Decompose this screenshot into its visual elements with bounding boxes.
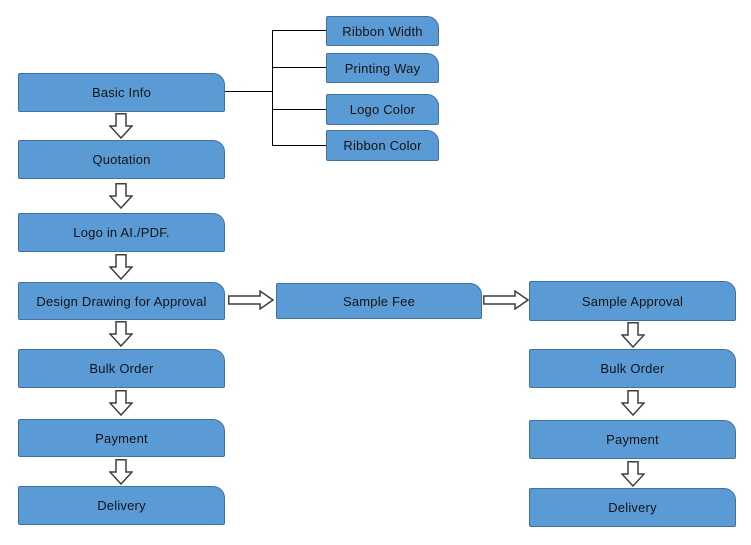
node-label: Printing Way [344,60,421,76]
down-arrow-icon [109,321,133,347]
node-label: Basic Info [91,85,152,100]
node-bulk-order-right: Bulk Order [529,349,736,388]
node-label: Quotation [92,152,151,167]
down-arrow-icon [621,461,645,487]
node-label: Payment [606,432,659,447]
connector-to-logo-color [272,109,326,111]
node-label: Delivery [608,500,657,515]
right-arrow-icon [228,290,274,310]
node-design-drawing: Design Drawing for Approval [18,282,225,320]
node-ribbon-color: Ribbon Color [326,130,439,161]
down-arrow-icon [109,113,133,139]
node-quotation: Quotation [18,140,225,179]
connector-branch-spine [272,30,274,146]
node-sample-fee: Sample Fee [276,283,482,319]
node-delivery-left: Delivery [18,486,225,525]
node-sample-approval: Sample Approval [529,281,736,321]
down-arrow-icon [109,390,133,416]
connector-to-ribbon-color [272,145,326,147]
node-printing-way: Printing Way [326,53,439,83]
node-label: Payment [95,430,148,446]
node-basic-info: Basic Info [18,73,225,112]
node-payment-right: Payment [529,420,736,459]
down-arrow-icon [109,183,133,209]
node-delivery-right: Delivery [529,488,736,527]
node-label: Ribbon Width [342,23,423,39]
connector-to-printing-way [272,67,326,69]
node-label: Logo Color [349,102,416,117]
node-label: Bulk Order [600,361,665,376]
node-payment-left: Payment [18,419,225,457]
node-ribbon-width: Ribbon Width [326,16,439,46]
right-arrow-icon [483,290,529,310]
node-logo-color: Logo Color [326,94,439,125]
down-arrow-icon [621,390,645,416]
node-label: Sample Fee [342,293,416,309]
node-label: Logo in AI./PDF. [73,225,170,240]
node-label: Bulk Order [89,361,154,376]
node-label: Sample Approval [581,293,684,309]
node-label: Delivery [97,498,146,513]
node-label: Design Drawing for Approval [36,293,207,309]
node-logo-file: Logo in AI./PDF. [18,213,225,252]
down-arrow-icon [621,322,645,348]
down-arrow-icon [109,254,133,280]
connector-basic-info-trunk [225,91,273,93]
node-label: Ribbon Color [343,138,422,153]
node-bulk-order-left: Bulk Order [18,349,225,388]
connector-to-ribbon-width [272,30,326,32]
down-arrow-icon [109,459,133,485]
